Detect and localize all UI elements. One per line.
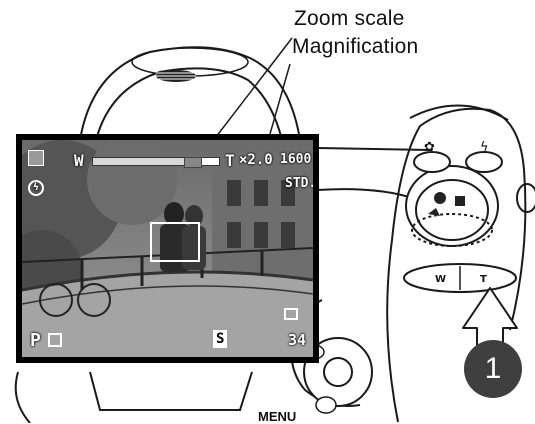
focus-frame-icon — [150, 222, 200, 262]
macro-icon: ✿ — [424, 140, 435, 155]
macro-button — [414, 152, 450, 172]
single-frame-icon — [284, 308, 298, 320]
zoom-scale-bar — [92, 157, 220, 166]
flash-button — [466, 152, 502, 172]
lcd-live-view: ϟ W T ×2.0 1600 STD. P S 34 — [22, 140, 313, 357]
step-number-badge: 1 — [464, 340, 522, 398]
image-size-value: 1600 — [280, 152, 311, 167]
zoom-lever-w-label: W — [435, 274, 446, 285]
frames-remaining-value: 34 — [288, 331, 306, 349]
exposure-mode-value: P — [30, 330, 41, 351]
zoom-wide-label: W — [74, 151, 84, 170]
quality-value: STD. — [285, 176, 313, 191]
magnification-callout: Magnification — [292, 34, 418, 60]
flash-icon: ϟ — [480, 140, 489, 155]
flash-mode-icon: ϟ — [28, 180, 44, 196]
konica-minolta-logo — [156, 70, 196, 82]
drive-mode-badge: S — [213, 330, 227, 348]
zoom-scale-callout: Zoom scale — [294, 6, 405, 32]
metering-mode-icon — [48, 333, 62, 347]
zoom-scale-fill — [93, 158, 184, 165]
lcd-monitor: ϟ W T ×2.0 1600 STD. P S 34 — [16, 134, 319, 363]
zoom-position-marker — [184, 157, 202, 168]
zoom-lever-t-label: T — [480, 274, 487, 285]
mode-dial[interactable] — [406, 166, 498, 246]
magnification-value: ×2.0 — [239, 152, 273, 168]
camera-mode-icon — [28, 150, 44, 166]
flash-housing-outline — [80, 47, 300, 140]
zoom-tele-label: T — [225, 151, 235, 170]
menu-button-label: MENU — [258, 409, 296, 424]
